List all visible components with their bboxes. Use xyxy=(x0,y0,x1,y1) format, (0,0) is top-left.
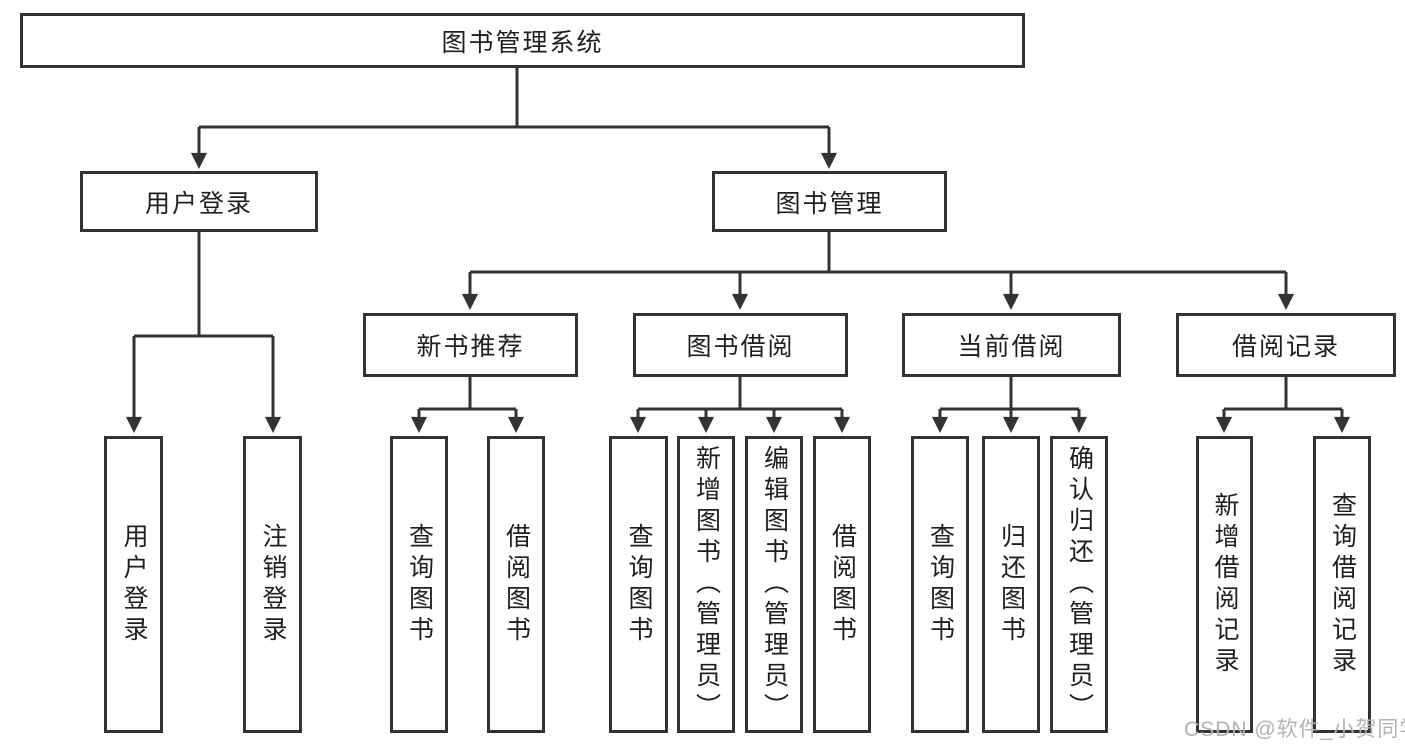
leaf-query-books-2: 查询图书 xyxy=(609,436,668,733)
leaf-query-borrow-record: 查询借阅记录 xyxy=(1313,436,1371,733)
node-user-login: 用户登录 xyxy=(80,171,318,232)
leaf-borrow-books-1: 借阅图书 xyxy=(487,436,545,733)
node-label: 查询图书 xyxy=(926,522,955,647)
node-label: 借阅图书 xyxy=(502,522,531,647)
node-book-management: 图书管理 xyxy=(712,171,947,232)
csdn-watermark: CSDN @软件_小贺同学 xyxy=(1184,718,1405,741)
node-label: 查询图书 xyxy=(405,522,434,647)
node-label: 用户登录 xyxy=(144,189,253,218)
node-book-borrow: 图书借阅 xyxy=(633,313,848,377)
leaf-edit-books-admin: 编辑图书（管理员） xyxy=(745,436,803,733)
leaf-user-login: 用户登录 xyxy=(104,436,163,733)
node-label: 当前借阅 xyxy=(957,333,1066,361)
node-label: 编辑图书（管理员） xyxy=(760,445,789,724)
node-label: 图书借阅 xyxy=(686,333,795,361)
node-current-borrow: 当前借阅 xyxy=(902,313,1121,377)
node-label: 用户登录 xyxy=(120,522,148,647)
node-label: 查询图书 xyxy=(625,522,653,647)
node-label: 确认归还（管理员） xyxy=(1065,445,1094,724)
node-label: 图书管理系统 xyxy=(441,28,604,57)
leaf-query-books-3: 查询图书 xyxy=(911,436,969,733)
leaf-add-books-admin: 新增图书（管理员） xyxy=(677,436,735,733)
node-label: 图书管理 xyxy=(775,189,884,218)
node-root-library-system: 图书管理系统 xyxy=(20,13,1025,68)
leaf-confirm-return-admin: 确认归还（管理员） xyxy=(1050,436,1108,733)
leaf-borrow-books-2: 借阅图书 xyxy=(813,436,871,733)
node-label: 新增图书（管理员） xyxy=(692,445,721,724)
node-label: 注销登录 xyxy=(259,522,287,647)
node-label: 查询借阅记录 xyxy=(1328,491,1357,678)
node-new-book-recommend: 新书推荐 xyxy=(363,313,578,377)
leaf-logout: 注销登录 xyxy=(243,436,302,733)
node-label: 借阅图书 xyxy=(828,522,857,647)
node-label: 新增借阅记录 xyxy=(1211,491,1239,678)
node-label: 借阅记录 xyxy=(1231,333,1340,361)
node-label: 新书推荐 xyxy=(416,333,525,361)
node-label: 归还图书 xyxy=(997,522,1026,647)
node-borrow-records: 借阅记录 xyxy=(1176,313,1396,377)
leaf-query-books-1: 查询图书 xyxy=(390,436,448,733)
leaf-return-books: 归还图书 xyxy=(982,436,1040,733)
leaf-add-borrow-record: 新增借阅记录 xyxy=(1196,436,1253,733)
